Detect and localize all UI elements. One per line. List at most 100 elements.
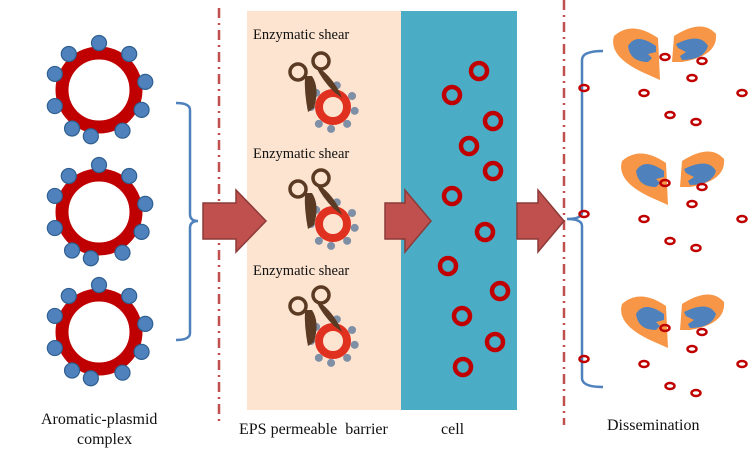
sheared-aromatic-molecule xyxy=(350,106,359,115)
aromatic-molecule xyxy=(114,364,131,381)
bracket-right xyxy=(566,49,604,389)
scissors-blade xyxy=(316,301,342,332)
disseminated-plasmid xyxy=(736,214,748,224)
aromatic-molecule xyxy=(82,128,99,145)
aromatic-molecule xyxy=(121,287,138,305)
disseminated-plasmid xyxy=(664,236,676,246)
disseminated-plasmid xyxy=(578,83,590,93)
disseminated-plasmid xyxy=(638,88,650,98)
sheared-aromatic-molecule xyxy=(343,236,352,245)
sheared-complex xyxy=(288,285,359,367)
plasmid-in-cell xyxy=(451,305,473,327)
aromatic-molecule xyxy=(46,97,63,115)
plasmid-in-cell xyxy=(482,160,504,182)
aromatic-molecule xyxy=(82,370,99,387)
sheared-aromatic-molecule xyxy=(350,340,359,349)
disseminated-plasmid xyxy=(690,388,702,398)
scissors-handle xyxy=(288,179,308,199)
aromatic-molecule xyxy=(133,343,150,360)
disseminated-plasmid xyxy=(736,359,748,369)
enzymatic-shear-label-2: Enzymatic shear xyxy=(253,146,350,162)
scissors-blade xyxy=(304,76,317,112)
disseminated-plasmid xyxy=(578,354,590,364)
scissors-handle xyxy=(288,296,308,316)
cell-content-right xyxy=(676,38,708,60)
sheared-complex xyxy=(288,168,359,250)
sheared-plasmid-ring xyxy=(315,323,351,359)
aromatic-molecule xyxy=(46,219,63,237)
complex-label-line2: complex xyxy=(77,431,133,448)
barrier-label: EPS permeable barrier xyxy=(239,421,388,438)
sheared-aromatic-molecule xyxy=(314,353,323,362)
sheared-aromatic-molecule xyxy=(314,119,323,128)
scissors-handle xyxy=(311,285,331,305)
disseminated-plasmid xyxy=(659,323,671,333)
plasmid-in-cell xyxy=(474,221,496,243)
disseminated-plasmid xyxy=(736,88,748,98)
sheared-aromatic-molecule xyxy=(343,119,352,128)
scissors-icon xyxy=(288,168,342,229)
plasmid-in-cell xyxy=(437,255,459,277)
plasmid-in-cell xyxy=(489,280,511,302)
disseminated-plasmid xyxy=(696,327,708,337)
scissors-blade xyxy=(304,310,317,346)
disseminated-plasmid xyxy=(686,344,698,354)
aromatic-plasmid-complex xyxy=(46,34,154,145)
sheared-aromatic-molecule xyxy=(343,353,352,362)
aromatic-plasmid-complex xyxy=(46,276,154,387)
burst-cell xyxy=(613,26,717,80)
aromatic-molecule xyxy=(82,250,99,267)
disseminated-plasmid xyxy=(659,52,671,62)
arrow-1 xyxy=(202,188,268,254)
disseminated-plasmid xyxy=(696,56,708,66)
sheared-aromatic-molecule xyxy=(350,223,359,232)
aromatic-molecule xyxy=(133,223,150,240)
cell-content-right xyxy=(684,163,716,185)
aromatic-molecule xyxy=(90,34,108,52)
plasmid-in-cell xyxy=(441,84,463,106)
scissors-blade xyxy=(316,184,342,215)
aromatic-molecule xyxy=(121,167,138,185)
aromatic-molecule xyxy=(121,45,138,63)
aromatic-molecule xyxy=(46,187,63,205)
aromatic-molecule xyxy=(137,315,154,332)
aromatic-plasmid-complex xyxy=(46,156,154,267)
disseminated-plasmid xyxy=(690,117,702,127)
disseminated-plasmid xyxy=(578,209,590,219)
aromatic-molecule xyxy=(90,156,108,174)
disseminated-plasmid xyxy=(638,214,650,224)
disseminated-plasmid xyxy=(690,243,702,253)
scissors-icon xyxy=(288,51,342,112)
disseminated-plasmid xyxy=(664,110,676,120)
scissors-icon xyxy=(288,285,342,346)
aromatic-molecule xyxy=(114,244,131,261)
aromatic-molecule xyxy=(60,45,77,63)
aromatic-molecule xyxy=(90,276,108,294)
enzymatic-shear-label-1: Enzymatic shear xyxy=(253,27,350,43)
disseminated-plasmid xyxy=(686,199,698,209)
disseminated-plasmid xyxy=(664,381,676,391)
sheared-plasmid-ring xyxy=(315,206,351,242)
aromatic-molecule xyxy=(114,122,131,139)
burst-cell xyxy=(621,151,725,205)
sheared-aromatic-molecule xyxy=(314,236,323,245)
aromatic-molecule xyxy=(137,73,154,90)
complex-label-line1: Aromatic-plasmid xyxy=(41,411,158,428)
scissors-blade xyxy=(304,193,317,229)
sheared-aromatic-molecule xyxy=(348,326,357,334)
cell-content-left xyxy=(628,39,656,62)
cell-label: cell xyxy=(441,421,465,438)
sheared-aromatic-molecule xyxy=(348,209,357,217)
plasmid-ring xyxy=(55,168,143,256)
scissors-handle xyxy=(311,168,331,188)
aromatic-molecule xyxy=(63,120,81,137)
sheared-aromatic-molecule xyxy=(327,358,336,367)
aromatic-molecule xyxy=(60,287,77,305)
arrow-3 xyxy=(516,187,565,255)
arrow-2 xyxy=(384,187,432,255)
scissors-handle xyxy=(288,62,308,82)
dissemination-label: Dissemination xyxy=(607,417,700,434)
aromatic-molecule xyxy=(46,65,63,83)
aromatic-molecule xyxy=(133,101,150,118)
